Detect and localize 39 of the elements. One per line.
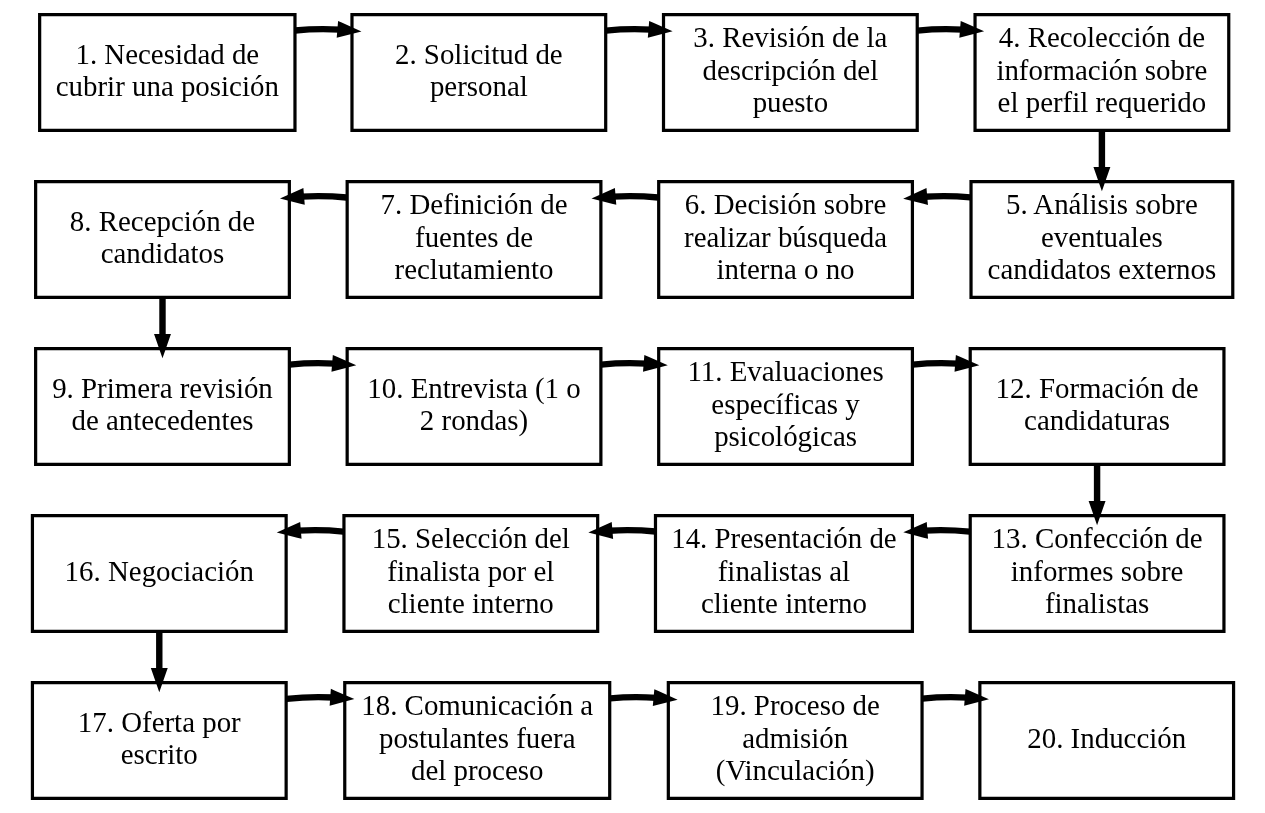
arrow: [150, 631, 168, 693]
node-box: 10. Entrevista (1 o 2 rondas): [345, 347, 602, 466]
arrow: [609, 689, 678, 706]
node-box: 3. Revisión de la descripción del puesto: [661, 13, 919, 132]
arrow: [285, 688, 354, 706]
node-box: 1. Necesidad de cubrir una posición: [37, 13, 297, 132]
arrow: [153, 297, 171, 359]
node-box: 15. Selección del finalista por el cliente interno: [341, 514, 599, 633]
node-box: 13. Confección de informes sobre finalistas: [968, 514, 1226, 633]
arrow: [902, 188, 971, 205]
arrow: [288, 355, 356, 372]
node-box: 19. Proceso de admisión (Vinculación): [666, 681, 924, 800]
node-box: 6. Decisión sobre realizar búsqueda interna o no: [656, 180, 914, 299]
node-box: 2. Solicitud de personal: [349, 13, 607, 132]
arrow: [279, 188, 347, 205]
arrow: [600, 355, 668, 372]
node-box: 18. Comunicación a postulantes fuera del proceso: [342, 681, 611, 800]
node-box: 7. Definición de fuentes de reclutamiento: [345, 180, 602, 299]
node-box: 12. Formación de candidaturas: [968, 347, 1226, 466]
arrow: [294, 21, 361, 38]
arrow: [1092, 130, 1110, 192]
arrow: [921, 689, 989, 706]
node-box: 11. Evaluaciones específicas y psicológicas: [656, 347, 914, 466]
arrow: [911, 355, 979, 372]
arrow: [605, 20, 673, 38]
arrow: [591, 188, 658, 205]
node-box: 20. Inducción: [977, 681, 1235, 800]
node-box: 9. Primera revisión de antecedentes: [33, 347, 291, 466]
node-box: 8. Recepción de candidatos: [33, 180, 291, 299]
node-box: 4. Recolección de información sobre el perfil requerido: [972, 13, 1230, 132]
node-box: 17. Oferta por escrito: [30, 681, 288, 800]
node-box: 16. Negociación: [30, 514, 288, 633]
arrow: [902, 521, 970, 539]
arrow: [916, 20, 984, 38]
arrow: [1088, 464, 1106, 526]
arrow: [276, 522, 344, 539]
arrow: [587, 522, 656, 539]
node-box: 5. Análisis sobre eventuales candidatos externos: [968, 180, 1234, 299]
node-box: 14. Presentación de finalistas al cliente interno: [653, 514, 914, 633]
